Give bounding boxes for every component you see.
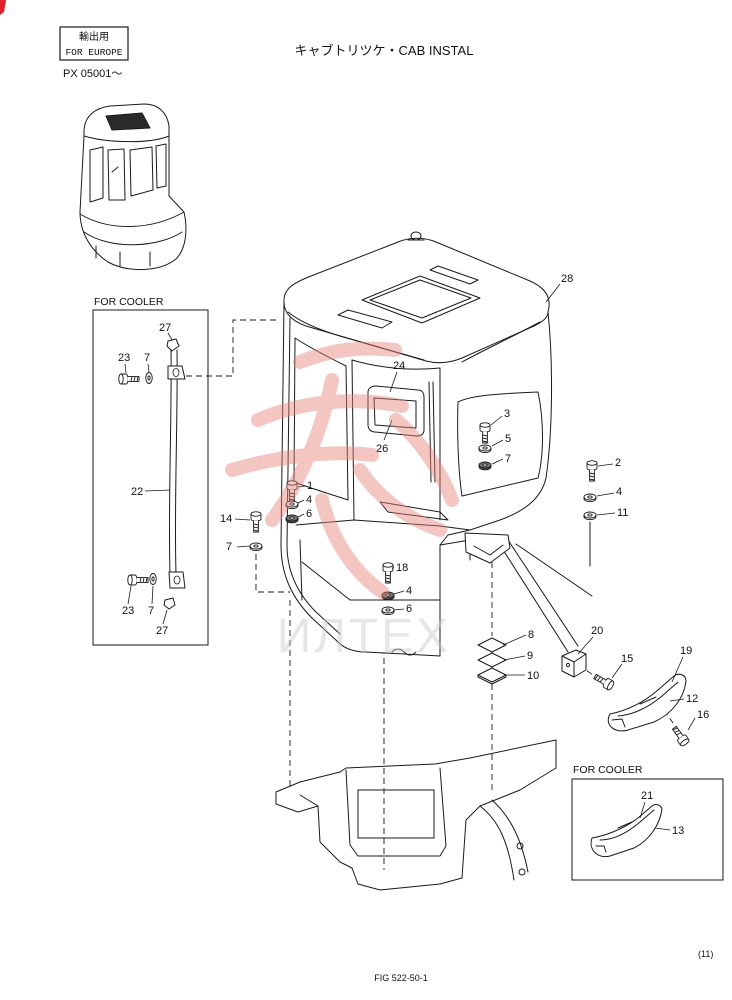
callout-4-a: 4: [616, 486, 622, 498]
callout-7-b: 7: [226, 541, 232, 553]
export-box: 輸出用 FOR EUROPE: [59, 26, 129, 61]
washer-5: [478, 444, 492, 454]
callout-21: 21: [641, 790, 653, 802]
callout-19: 19: [680, 645, 692, 657]
washer-upper: [145, 372, 153, 384]
callout-9: 9: [527, 650, 533, 662]
callout-18: 18: [396, 562, 408, 574]
callout-7-lower: 7: [148, 605, 154, 617]
callout-12: 12: [686, 693, 698, 705]
callout-6-a: 6: [306, 508, 312, 520]
callout-11: 11: [617, 507, 628, 519]
main-leaders: [234, 283, 696, 731]
fitting-lower-bore: [173, 575, 181, 585]
callout-27-lower: 27: [156, 625, 168, 637]
cab-mount-foot: [464, 532, 511, 564]
left-inset-label: FOR COOLER: [94, 296, 164, 308]
callout-5: 5: [505, 433, 511, 445]
bolt-16: [669, 724, 691, 748]
right-inset-label: FOR COOLER: [573, 764, 643, 776]
callout-2: 2: [615, 457, 621, 469]
bolt-upper: [118, 373, 140, 385]
callout-10: 10: [527, 670, 539, 682]
bolt-15: [592, 671, 616, 692]
bracket-20: [561, 649, 587, 678]
callout-1: 1: [307, 480, 313, 492]
rod: [428, 381, 436, 483]
callout-7-upper: 7: [144, 352, 150, 364]
watermark-text: ИЛТЕХ: [277, 610, 451, 663]
washer-4-a: [583, 493, 597, 503]
callout-24: 24: [393, 360, 405, 372]
left-inset-for-cooler: FOR COOLER 27 23 7 22 23 7 27: [92, 296, 209, 646]
right-inset-leaders: [639, 801, 671, 831]
shims-8-9-10: [477, 637, 507, 685]
fitting-upper-bore: [172, 368, 180, 377]
region-label: FOR EUROPE: [65, 47, 122, 58]
callout-7-a: 7: [505, 453, 511, 465]
bolt-2: [586, 460, 598, 482]
thumbnail-cab: [79, 103, 187, 271]
callout-4-c: 4: [406, 585, 412, 597]
window-frame-24: [367, 385, 425, 437]
callout-16: 16: [697, 709, 709, 721]
bolt-lower: [127, 574, 149, 586]
corner-mark: [0, 0, 6, 15]
clamp-upper: [166, 338, 180, 352]
right-inset-for-cooler: FOR COOLER 21 13: [571, 764, 724, 881]
left-inset-frame: [92, 309, 209, 646]
bolt-14: [250, 511, 262, 533]
export-label: 輸出用: [79, 30, 109, 43]
cab-28: [280, 231, 553, 657]
callout-4-b: 4: [306, 494, 312, 506]
clamp-lower: [163, 597, 176, 610]
left-inset-leaders: [124, 332, 173, 625]
callout-28: 28: [561, 273, 573, 285]
callout-26: 26: [376, 443, 388, 455]
right-inset-frame: [571, 778, 724, 881]
callout-27-upper: 27: [159, 322, 171, 334]
page-title: キャブトリツケ・CAB INSTAL: [295, 43, 474, 58]
callout-22: 22: [131, 486, 143, 498]
callout-14: 14: [220, 513, 232, 525]
watermark: ИЛТЕХ: [225, 341, 459, 663]
roof-skylight: [361, 275, 481, 324]
washer-7-b: [249, 542, 263, 552]
washer-7-a: [478, 461, 492, 471]
callout-23-upper: 23: [118, 352, 130, 364]
base-frame: [275, 739, 557, 891]
main-callouts: 28 24 26 3 5 7 2 4 11 1 4 6 14 7 18 4 6 …: [220, 273, 709, 721]
callout-13: 13: [672, 825, 684, 837]
washer-lower: [149, 573, 157, 585]
callout-20: 20: [591, 625, 603, 637]
washer-6-a: [285, 514, 299, 524]
fitting-lower: [168, 571, 186, 589]
figure-number: FIG 522-50-1: [374, 973, 428, 983]
callout-15: 15: [621, 653, 633, 665]
bracket-12-19: [607, 673, 687, 732]
callout-6-b: 6: [406, 603, 412, 615]
washer-11: [583, 511, 597, 521]
callout-23-lower: 23: [122, 605, 134, 617]
serial-range: PX 05001～: [63, 68, 122, 80]
callout-8: 8: [528, 629, 534, 641]
watermark-logo: [225, 341, 459, 599]
callout-3: 3: [504, 408, 510, 420]
page-number: (11): [698, 949, 713, 959]
fitting-upper: [167, 365, 186, 380]
bracket-13-21: [590, 804, 663, 858]
window-glass-26: [373, 397, 417, 429]
hose-22: [168, 349, 178, 575]
